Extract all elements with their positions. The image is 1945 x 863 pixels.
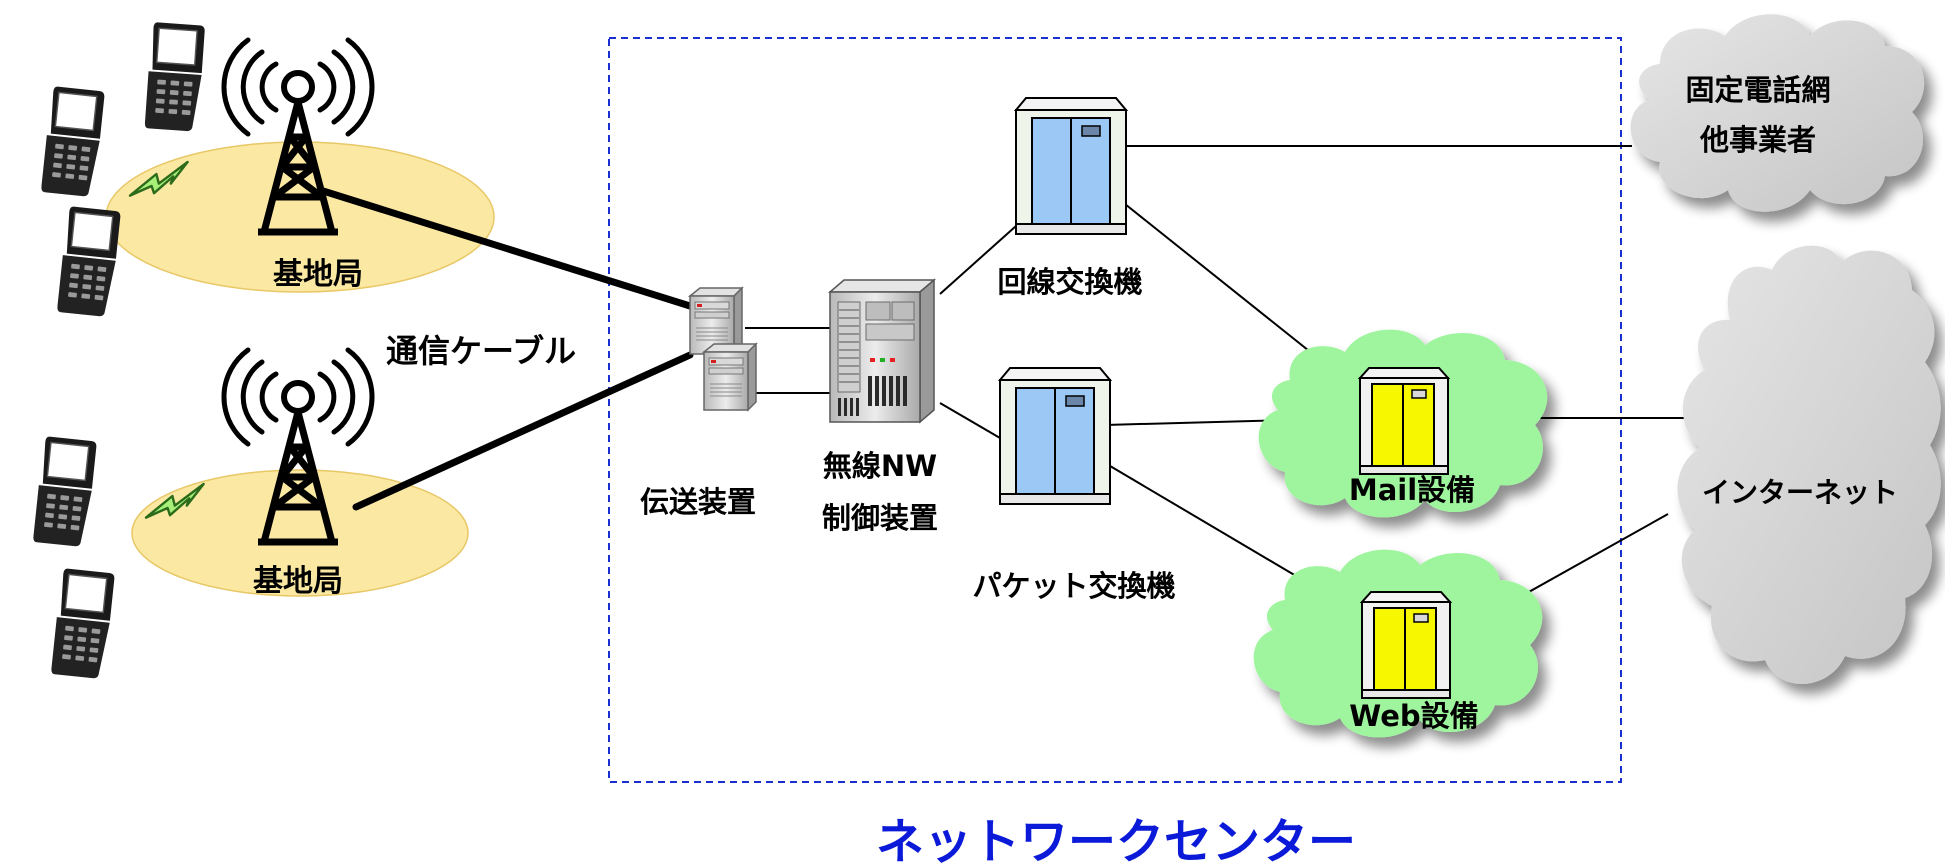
phone-icon [143,21,206,133]
coverage-area-bottom [131,469,469,597]
base-station-label: 基地局 [273,257,363,292]
packet-switch-icon [999,367,1111,505]
internet-label: インターネット [1702,476,1898,509]
cable-label: 通信ケーブル [386,332,576,370]
phone-icon [32,435,98,549]
mail-equipment-label: Mail設備 [1349,473,1475,507]
web-server-icon [1361,591,1451,699]
base-station-label: 基地局 [253,564,343,599]
fixed-network-label-line1: 固定電話網 [1685,73,1830,107]
mail-server-icon [1359,367,1449,475]
phone-icon [40,85,106,199]
internet-cloud [1677,245,1941,684]
fixed-line-cloud [1630,14,1925,212]
phone-icon [56,205,122,319]
rnc-rack-icon [827,278,937,424]
phone-icon [50,567,116,681]
circuit-switch-label: 回線交換機 [997,265,1142,299]
web-equipment-label: Web設備 [1349,699,1478,733]
rnc-label-line2: 制御装置 [822,501,938,535]
network-center-border [608,37,1622,783]
circuit-switch-icon [1015,97,1127,235]
communication-cables [316,186,694,511]
packet-switch-label: パケット交換機 [972,569,1175,603]
transmission-server-icon [703,343,757,411]
transmission-equipment-label: 伝送装置 [640,485,756,519]
fixed-network-label-line2: 他事業者 [1699,123,1816,157]
network-center-title: ネットワークセンター [876,814,1356,863]
rnc-label-line1: 無線NW [823,449,937,483]
mobile-phones [32,21,206,681]
